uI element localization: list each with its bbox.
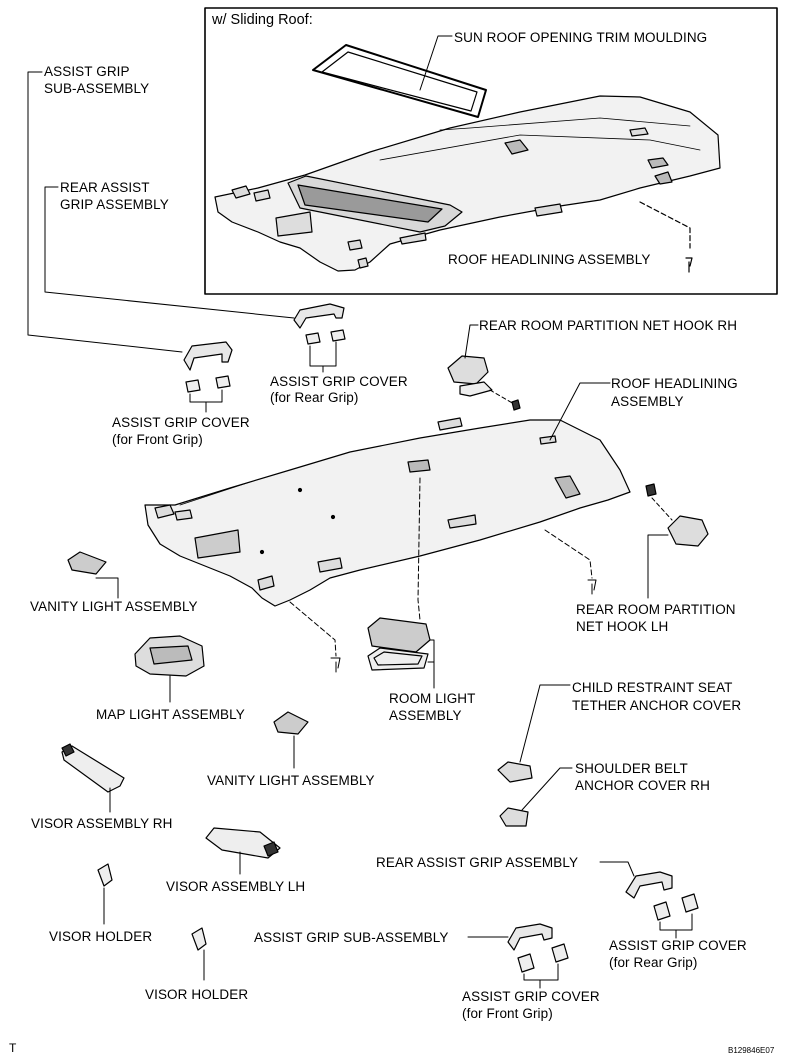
front-assist-grip-upper (183, 341, 233, 413)
dash-net-hook-lh (651, 497, 673, 521)
child-restraint-cover (497, 684, 571, 783)
net-hook-rh (447, 355, 521, 411)
label-room-light-l1: ROOM LIGHT (389, 691, 476, 706)
leader-net-hook-lh (647, 534, 669, 599)
label-child-restraint-l2: TETHER ANCHOR COVER (572, 698, 742, 713)
label-shoulder-belt-l1: SHOULDER BELT (575, 761, 688, 776)
label-visor-lh: VISOR ASSEMBLY LH (166, 879, 306, 894)
vanity-light-center (273, 711, 309, 769)
room-light (367, 617, 435, 689)
corner-mark: T (9, 1041, 17, 1055)
assist-grip-lower (467, 923, 569, 989)
label-sun-roof-trim: SUN ROOF OPENING TRIM MOULDING (454, 30, 708, 45)
inset-title: w/ Sliding Roof: (212, 12, 313, 28)
label-vanity-light-1: VANITY LIGHT ASSEMBLY (30, 599, 198, 614)
visor-holder-2 (191, 927, 207, 981)
rear-assist-grip-lower (599, 861, 699, 939)
visor-lh (205, 827, 281, 875)
label-grip-cover-front-l2: (for Front Grip) (112, 432, 203, 447)
label-rear-assist-l2: GRIP ASSEMBLY (60, 197, 169, 212)
inset-roof-headlining (214, 95, 721, 273)
leader-sun-roof (419, 35, 453, 91)
label-room-light-l2: ASSEMBLY (389, 708, 462, 723)
map-light (134, 635, 205, 703)
label-inset-roof-headlining: ROOF HEADLINING ASSEMBLY (448, 252, 651, 267)
label-grip-cover-rear2-l1: ASSIST GRIP COVER (609, 938, 747, 953)
sun-roof-trim-moulding (312, 44, 487, 118)
label-net-hook-lh-l1: REAR ROOM PARTITION (576, 602, 736, 617)
dash-net-hook-rh (489, 389, 515, 405)
label-shoulder-belt-l2: ANCHOR COVER RH (575, 778, 711, 793)
label-roof-headlining-l2: ASSEMBLY (611, 394, 684, 409)
label-net-hook-rh: REAR ROOM PARTITION NET HOOK RH (479, 318, 738, 333)
figure-code: B129846E07 (728, 1046, 775, 1055)
label-assist-grip-sub-l2: SUB-ASSEMBLY (44, 81, 150, 96)
label-vanity-light-2: VANITY LIGHT ASSEMBLY (207, 773, 375, 788)
label-child-restraint-l1: CHILD RESTRAINT SEAT (572, 680, 733, 695)
main-roof-headlining (144, 417, 631, 607)
vanity-light-left (67, 551, 119, 599)
label-grip-cover-rear-l1: ASSIST GRIP COVER (270, 374, 408, 389)
shoulder-belt-cover (499, 767, 573, 827)
label-visor-holder-1: VISOR HOLDER (49, 929, 153, 944)
label-assist-grip-sub-l1: ASSIST GRIP (44, 64, 130, 79)
label-assist-grip-sub-2: ASSIST GRIP SUB-ASSEMBLY (254, 930, 449, 945)
label-grip-cover-rear-l2: (for Rear Grip) (270, 390, 359, 405)
leader-net-hook-rh (464, 324, 479, 359)
visor-holder-1 (97, 863, 113, 925)
leader-roof-headlining (549, 382, 611, 441)
inset-frame (204, 7, 778, 295)
label-roof-headlining-l1: ROOF HEADLINING (611, 376, 738, 391)
label-rear-assist-grip-2: REAR ASSIST GRIP ASSEMBLY (376, 855, 579, 870)
label-net-hook-lh-l2: NET HOOK LH (576, 619, 669, 634)
leader-assist-grip-sub (27, 71, 183, 353)
net-hook-lh (645, 483, 709, 547)
label-grip-cover-front2-l2: (for Front Grip) (462, 1006, 553, 1021)
label-grip-cover-front2-l1: ASSIST GRIP COVER (462, 989, 600, 1004)
label-rear-assist-l1: REAR ASSIST (60, 180, 150, 195)
rear-assist-grip-upper (293, 303, 346, 373)
label-visor-rh: VISOR ASSEMBLY RH (31, 816, 173, 831)
label-grip-cover-front-l1: ASSIST GRIP COVER (112, 415, 250, 430)
label-visor-holder-2: VISOR HOLDER (145, 987, 249, 1002)
label-grip-cover-rear2-l2: (for Rear Grip) (609, 955, 698, 970)
label-map-light: MAP LIGHT ASSEMBLY (96, 707, 245, 722)
visor-rh (61, 743, 125, 813)
leader-rear-assist-grip (44, 186, 295, 319)
